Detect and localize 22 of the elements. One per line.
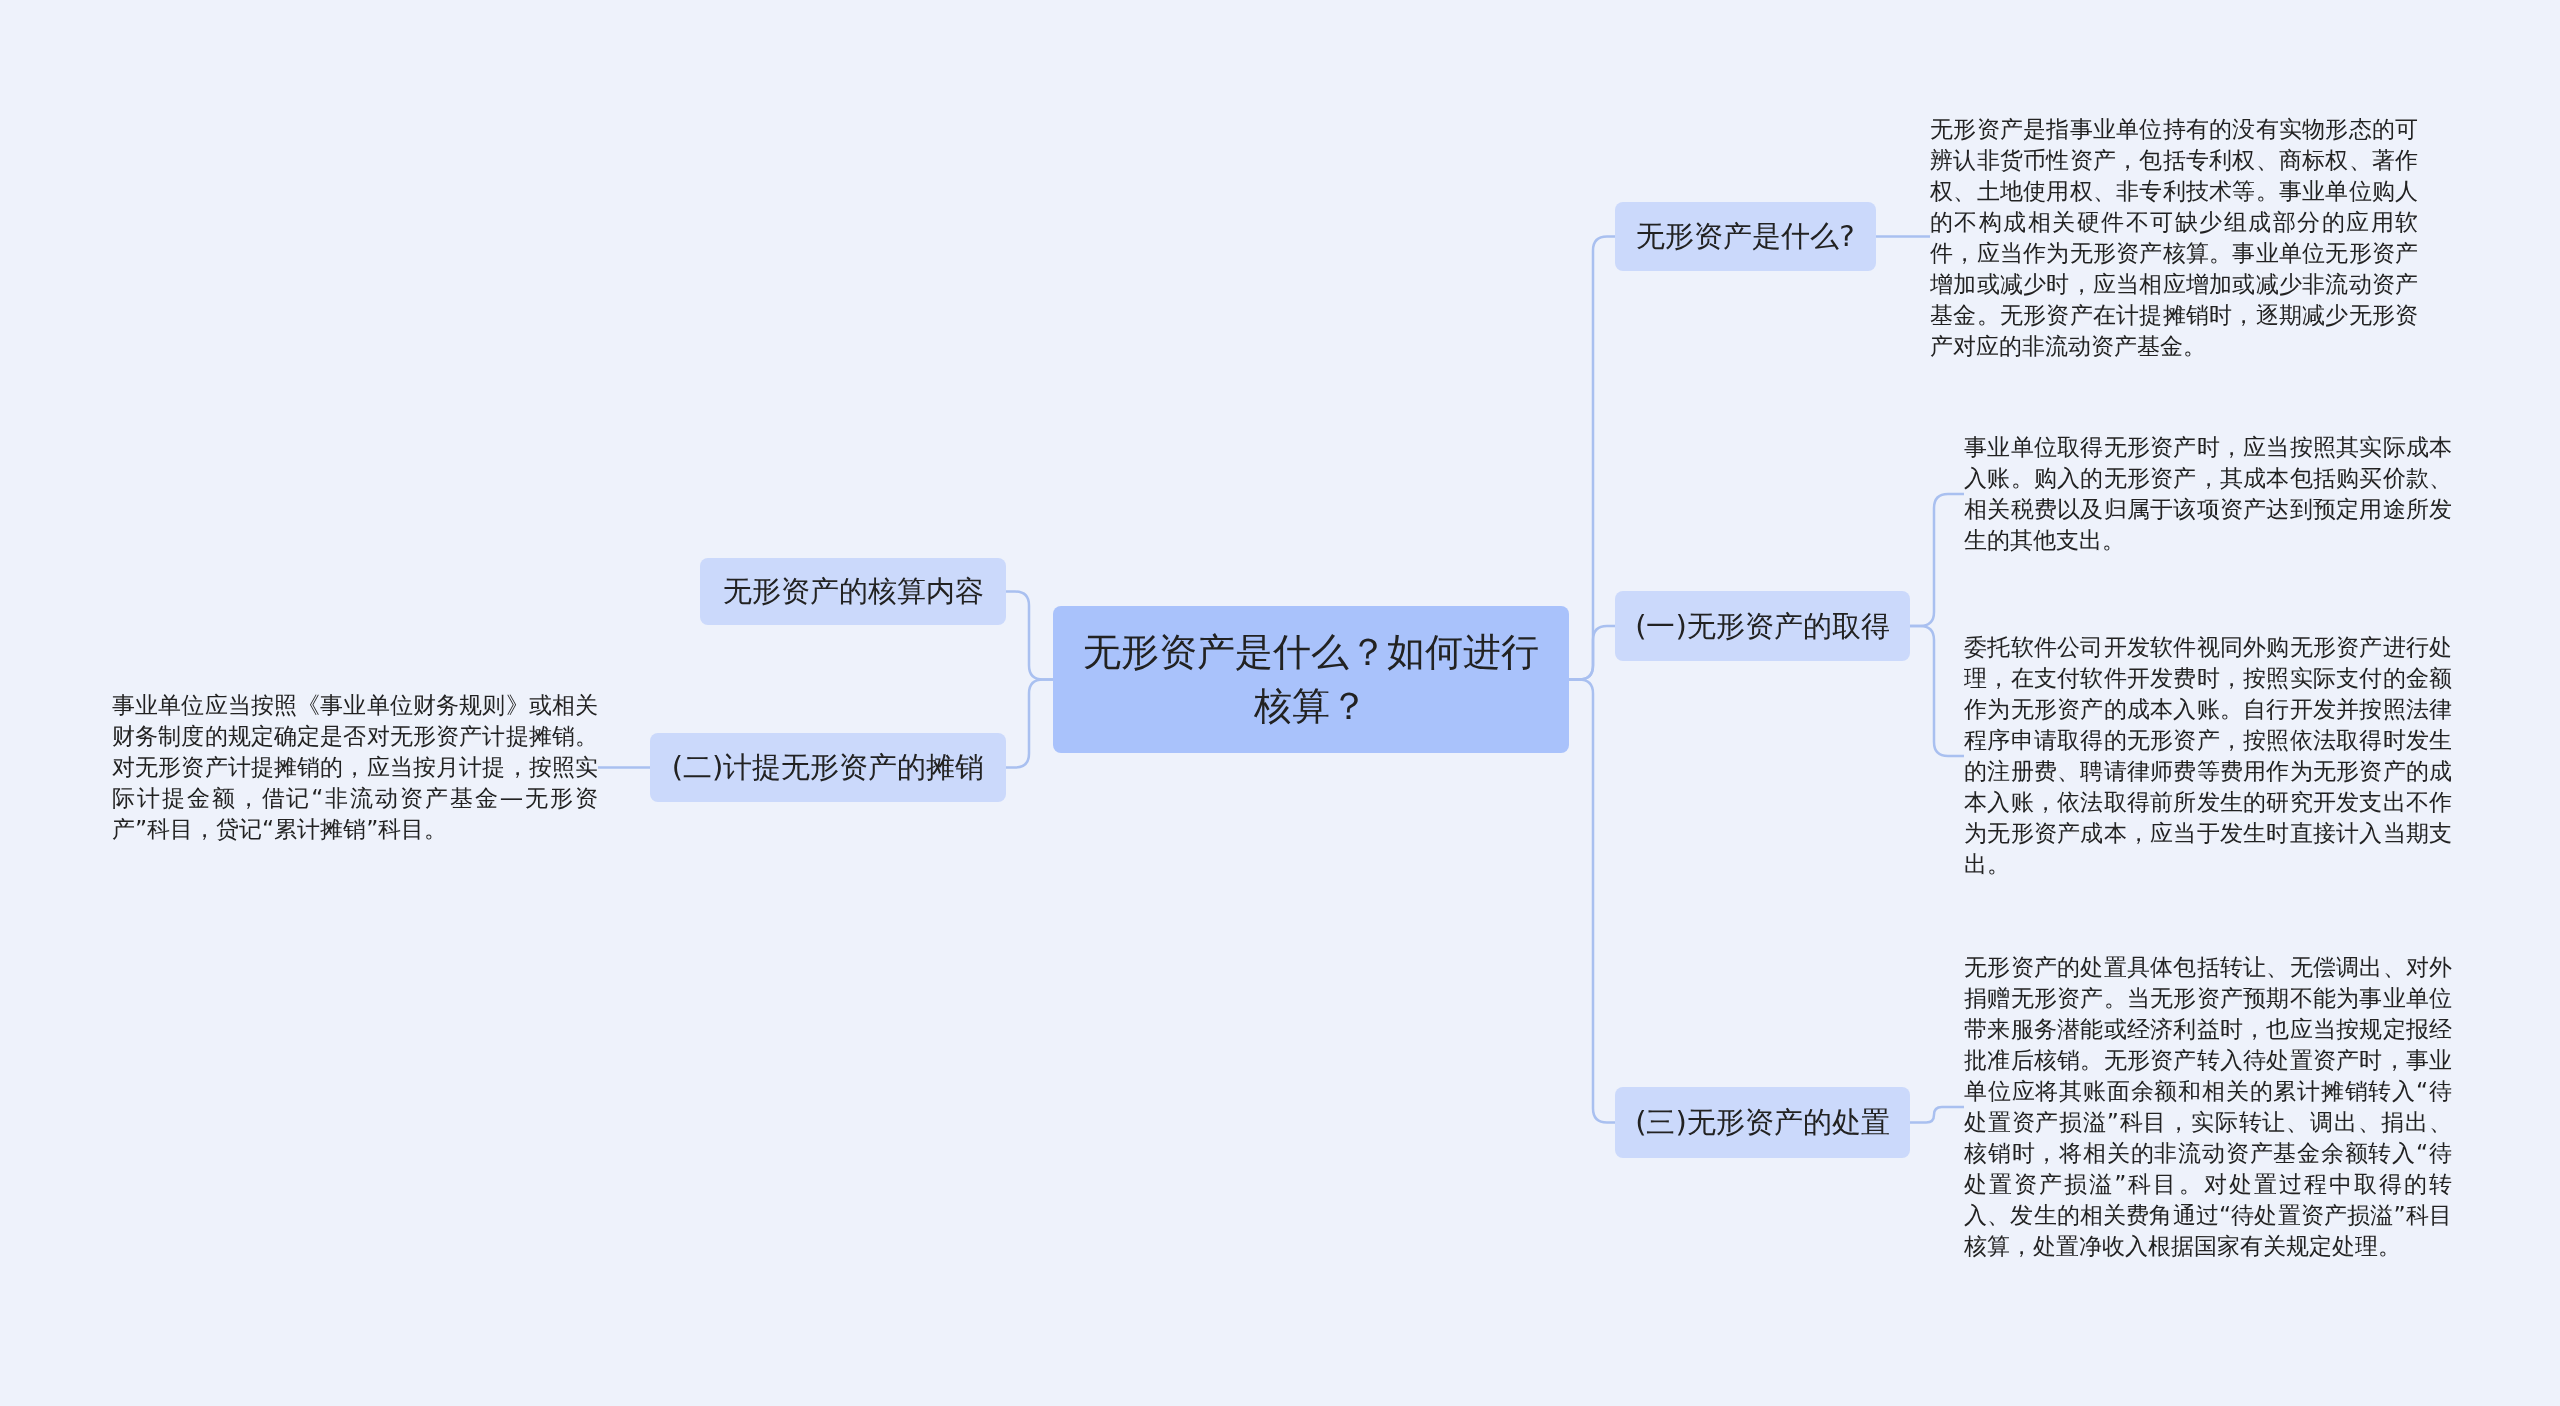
topic-label: (三)无形资产的处置 — [1635, 1105, 1890, 1140]
topic-box — [700, 558, 1006, 625]
topic-box — [1615, 202, 1876, 271]
topic-box — [1615, 1087, 1910, 1158]
topic-label: 无形资产是什么？如何进行核算？ — [1082, 629, 1540, 730]
topic-label: (二)计提无形资产的摊销 — [671, 750, 985, 785]
connector-line — [1876, 235, 1930, 238]
central-topic-box — [1053, 606, 1569, 753]
topic-box — [650, 733, 1006, 802]
note-text: 事业单位取得无形资产时，应当按照其实际成本入账。购入的无形资产，其成本包括购买价款、相关税费以及归属于该项资产达到预定用途所发生的其他支出。 — [1964, 433, 2452, 554]
note-text: 委托软件公司开发软件视同外购无形资产进行处理，在支付软件开发费时，按照实际支付的金额作为无形资产的成本入账。自行开发并按照法律程序申请取得的无形资产，按照依法取得时发生的注册费、聘请律师费等费用作为无形资产的成本入账，依法取得前所发生的研究开发支出不作为无形资产成本，应当于发生时直接计入当期支出。 — [1964, 633, 2452, 878]
note-text: 事业单位应当按照《事业单位财务规则》或相关财务制度的规定确定是否对无形资产计提摊销。对无形资产计提摊销的，应当按月计提，按照实际计提金额，借记“非流动资产基金—无形资产”科目，贷记“累计摊销”科目。 — [112, 691, 598, 843]
connector-line — [1006, 678, 1053, 769]
note-text: 无形资产的处置具体包括转让、无偿调出、对外捐赠无形资产。当无形资产预期不能为事业单位带来服务潜能或经济利益时，也应当按规定报经批准后核销。无形资产转入待处置资产时，事业单位应将其账面余额和相关的累计摊销转入“待处置资产损溢”科目，实际转让、调出、捐出、核销时，将相关的非流动资产基金余额转入“待处置资产损溢”科目。对处置过程中取得的转入、发生的相关费角通过“待处置资产损溢”科目核算，处置净收入根据国家有关规定处理。 — [1964, 953, 2452, 1260]
note-text: 无形资产是指事业单位持有的没有实物形态的可辨认非货币性资产，包括专利权、商标权、著作权、土地使用权、非专利技术等。事业单位购人的不构成相关硬件不可缺少组成部分的应用软件，应当作为无形资产核算。事业单位无形资产增加或减少时，应当相应增加或减少非流动资产基金。无形资产在计提摊销时，逐期减少无形资产对应的非流动资产基金。 — [1930, 115, 2418, 360]
connector-line — [1910, 1105, 1964, 1124]
topic-label: 无形资产的核算内容 — [722, 574, 984, 609]
topic-label: (一)无形资产的取得 — [1635, 608, 1890, 644]
connector-line — [1569, 678, 1615, 1124]
topic-box — [1615, 591, 1910, 661]
connector-line — [598, 766, 650, 769]
topic-label: 无形资产是什么? — [1636, 219, 1855, 254]
